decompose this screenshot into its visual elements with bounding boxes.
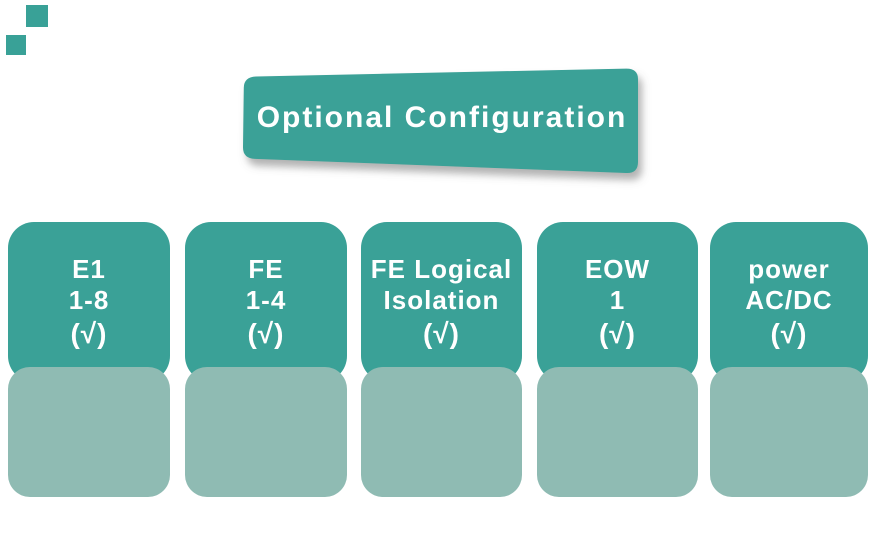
- card-line2: Isolation: [383, 285, 500, 315]
- empty-slot: [710, 367, 868, 497]
- empty-slot: [537, 367, 698, 497]
- card-line1: FE: [248, 254, 284, 284]
- card-line1: FE Logical: [370, 254, 513, 284]
- card-check-status: (√): [247, 318, 285, 349]
- decor-square-icon: [26, 5, 48, 27]
- card-check-status: (√): [422, 318, 460, 349]
- option-card-fe: FE 1-4 (√): [185, 222, 347, 382]
- option-card-fe-logical-isolation: FE Logical Isolation (√): [361, 222, 522, 382]
- card-line1: power: [748, 254, 830, 284]
- card-check-status: (√): [70, 318, 108, 349]
- option-card-e1: E1 1-8 (√): [8, 222, 170, 382]
- empty-slot: [8, 367, 170, 497]
- decor-square-icon: [6, 35, 26, 55]
- card-check-status: (√): [770, 318, 808, 349]
- card-line2: 1-4: [245, 285, 287, 315]
- card-line2: AC/DC: [745, 285, 833, 315]
- card-check-status: (√): [598, 318, 636, 349]
- card-line2: 1: [609, 285, 626, 315]
- card-line1: EOW: [584, 254, 651, 284]
- option-card-power: power AC/DC (√): [710, 222, 868, 382]
- empty-slot: [185, 367, 347, 497]
- empty-slot: [361, 367, 522, 497]
- card-line1: E1: [72, 254, 106, 284]
- banner-title: Optional Configuration: [256, 101, 628, 134]
- option-card-eow: EOW 1 (√): [537, 222, 698, 382]
- card-line2: 1-8: [68, 285, 110, 315]
